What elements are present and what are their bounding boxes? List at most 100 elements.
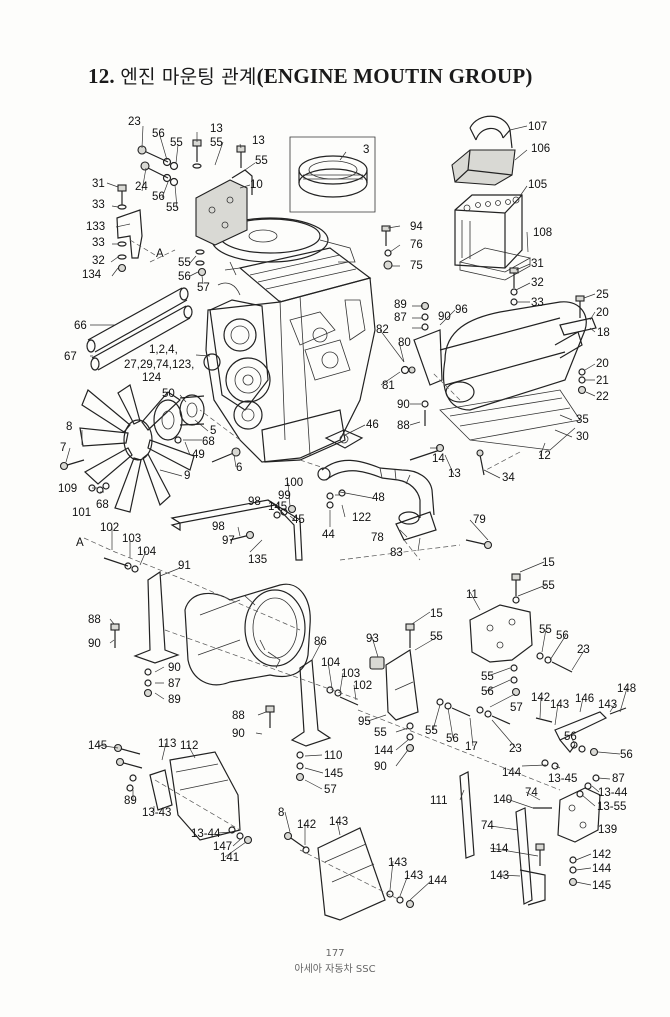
part-label: 147 [213, 841, 232, 853]
part-label: 88 [232, 710, 245, 722]
part-label: 31 [531, 258, 544, 270]
part-label: 23 [509, 743, 522, 755]
leader-lines [65, 125, 628, 901]
part-label: 55 [542, 580, 555, 592]
part-label: 56 [178, 271, 191, 283]
part-label: 96 [455, 304, 468, 316]
part-label: 144 [502, 767, 522, 779]
part-label: 124 [142, 372, 162, 384]
part-label: 87 [168, 678, 181, 690]
part-label: 55 [255, 155, 268, 167]
part-label: 8 [278, 807, 284, 819]
part-label: 55 [166, 202, 179, 214]
part-label: 145 [268, 501, 287, 513]
part-label: 134 [82, 269, 102, 281]
part-label: 13-45 [548, 773, 577, 785]
battery-cover-drawing [451, 149, 516, 186]
part-label: 55 [178, 257, 191, 269]
part-label: 90 [232, 728, 245, 740]
section-number: 12. [88, 64, 115, 88]
part-label: 48 [372, 492, 385, 504]
part-label: 3 [363, 144, 369, 156]
part-label: 91 [178, 560, 191, 572]
exhaust-pipe-drawing [317, 429, 445, 541]
part-label: 8 [66, 421, 72, 433]
part-label: 143 [490, 870, 509, 882]
page-title: 12. 엔진 마운팅 관계(ENGINE MOUTIN GROUP) [88, 62, 533, 89]
rear-mount-bracket-drawing [103, 557, 359, 782]
air-cleaner-element-drawing [289, 136, 376, 213]
part-label: 33 [92, 237, 105, 249]
part-label: 140 [493, 794, 512, 806]
part-label: 45 [292, 514, 305, 526]
battery-strap-drawing [469, 115, 513, 149]
part-label: 13-44 [191, 828, 221, 840]
part-label: 55 [210, 137, 223, 149]
part-label: 50 [162, 388, 175, 400]
part-label: 90 [374, 761, 387, 773]
part-label: 6 [236, 462, 242, 474]
part-label: 90 [438, 311, 451, 323]
part-label: 82 [376, 324, 389, 336]
part-label: 55 [374, 727, 387, 739]
part-label: 144 [374, 745, 394, 757]
top-left-bolts-drawing [117, 139, 246, 277]
part-label: 46 [366, 419, 379, 431]
part-label: 104 [321, 657, 341, 669]
part-label: 22 [596, 391, 609, 403]
part-label: 122 [352, 512, 371, 524]
part-label: 103 [122, 533, 141, 545]
part-label: 56 [620, 749, 633, 761]
part-label: 13 [210, 123, 223, 135]
part-label: 14 [432, 453, 445, 465]
part-label: 102 [100, 522, 119, 534]
part-label: 143 [329, 816, 348, 828]
part-label: 10 [250, 179, 263, 191]
part-label: 13-44 [598, 787, 628, 799]
part-label: 87 [612, 773, 625, 785]
part-label: 110 [324, 750, 342, 762]
part-label: A [76, 537, 84, 549]
page-number: 177 [325, 948, 345, 959]
part-label: 104 [137, 546, 157, 558]
long-bracket-drawing [459, 771, 578, 906]
part-label: 11 [466, 589, 478, 601]
skid-plate-drawing [283, 827, 415, 921]
part-label: 74 [525, 787, 538, 799]
part-label: 21 [596, 375, 609, 387]
part-label: 55 [425, 725, 438, 737]
part-label: 86 [314, 636, 327, 648]
part-label: 18 [597, 327, 610, 339]
engine-mount-bracket-drawing [116, 169, 253, 259]
part-label: 20 [596, 358, 609, 370]
part-label: 90 [168, 662, 181, 674]
muffler-drawing [439, 301, 587, 476]
muffler-hanger-drawing [326, 225, 597, 550]
part-label: 143 [550, 699, 569, 711]
publisher-mark: 아세아 자동차 SSC [294, 964, 376, 975]
part-label: 109 [58, 483, 77, 495]
part-label: 56 [556, 630, 569, 642]
part-label: 145 [592, 880, 611, 892]
part-label: 15 [430, 608, 443, 620]
part-label: 146 [575, 693, 594, 705]
engine-assembly-drawing [203, 217, 376, 463]
part-label: 30 [576, 431, 589, 443]
part-label: 17 [465, 741, 478, 753]
part-label: 113 [158, 738, 176, 750]
part-label: 142 [297, 819, 316, 831]
part-label: 57 [510, 702, 523, 714]
part-label: 83 [390, 547, 403, 559]
part-label: 79 [473, 514, 486, 526]
part-label: 142 [531, 692, 550, 704]
section-title-korean: 엔진 마운팅 관계 [120, 66, 257, 88]
part-label: 27,29,74,123, [124, 359, 194, 371]
part-label: 142 [592, 849, 611, 861]
part-label: 55 [539, 624, 552, 636]
part-label: 98 [212, 521, 225, 533]
part-label: 144 [428, 875, 448, 887]
part-label: 145 [88, 740, 107, 752]
part-label: 88 [397, 420, 410, 432]
part-label: 78 [371, 532, 384, 544]
part-label: 133 [86, 221, 105, 233]
